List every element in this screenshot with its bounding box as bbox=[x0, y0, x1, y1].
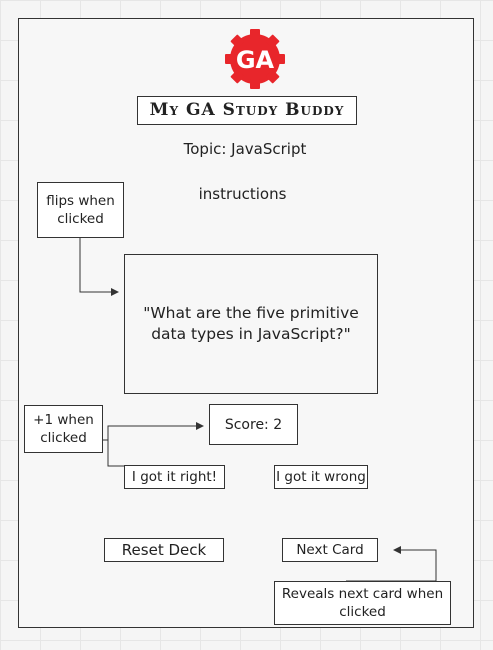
ga-logo-gear-icon: GA bbox=[225, 29, 285, 89]
plus-one-annotation-text: +1 when clicked bbox=[33, 412, 94, 446]
got-it-wrong-button[interactable]: I got it wrong bbox=[274, 465, 368, 489]
flashcard[interactable]: "What are the five primitive data types … bbox=[124, 254, 378, 394]
instructions-link[interactable]: instructions bbox=[198, 185, 287, 203]
reset-deck-button[interactable]: Reset Deck bbox=[104, 538, 224, 562]
next-card-button[interactable]: Next Card bbox=[282, 538, 378, 562]
flashcard-question: "What are the five primitive data types … bbox=[143, 304, 359, 343]
ga-logo: GA bbox=[222, 26, 288, 92]
flip-annotation: flips when clicked bbox=[37, 182, 124, 238]
app-title: My GA Study Buddy bbox=[137, 96, 357, 125]
topic-label: Topic: JavaScript bbox=[183, 140, 307, 158]
reveal-annotation: Reveals next card when clicked bbox=[274, 581, 451, 625]
score-text: Score: 2 bbox=[224, 416, 283, 433]
reveal-annotation-text: Reveals next card when clicked bbox=[281, 586, 444, 620]
got-it-right-button[interactable]: I got it right! bbox=[124, 465, 225, 489]
plus-one-annotation: +1 when clicked bbox=[24, 405, 103, 453]
flip-annotation-text: flips when clicked bbox=[46, 193, 115, 227]
score-display: Score: 2 bbox=[209, 404, 298, 445]
logo-text: GA bbox=[236, 46, 275, 74]
